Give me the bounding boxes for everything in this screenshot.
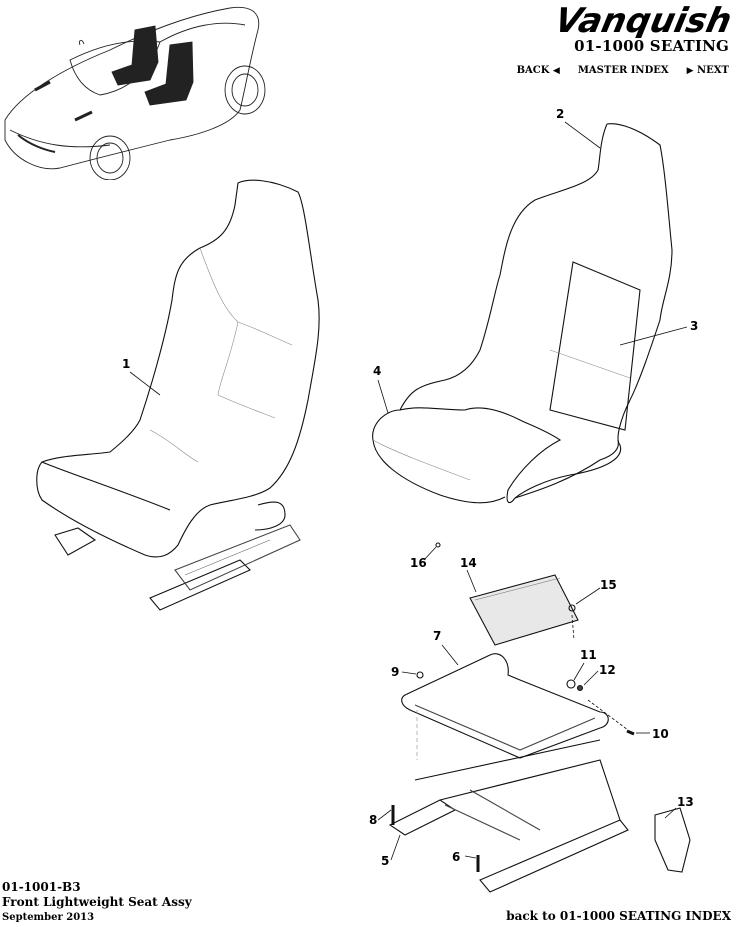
seat-frame-7 [401,653,609,760]
washer-11 [566,679,576,689]
seat-trim-exploded [372,123,673,504]
section-title: 01-1000 SEATING [574,37,729,55]
callout-13: 13 [677,795,694,809]
next-link[interactable]: ▶ NEXT [687,65,729,76]
back-to-seating-index-link[interactable]: back to 01-1000 SEATING INDEX [506,909,731,923]
publication-date: September 2013 [2,912,95,923]
back-label: BACK [516,65,550,76]
callout-2: 2 [556,107,565,121]
callout-14: 14 [460,556,477,570]
bolt-10 [626,729,635,736]
callout-11: 11 [580,648,597,662]
cover-panel-14 [469,574,579,646]
fastener-16 [435,542,441,548]
nut-9 [416,671,424,679]
callout-8: 8 [369,813,378,827]
callout-4: 4 [373,364,382,378]
callout-6: 6 [452,850,461,864]
back-link[interactable]: BACK ◀ [517,65,560,76]
callout-9: 9 [391,665,400,679]
callout-10: 10 [652,727,669,741]
master-index-link[interactable]: MASTER INDEX [577,65,669,76]
triangle-right-icon: ▶ [686,66,694,76]
seatbelt-buckle-13 [654,807,691,873]
clip-15 [568,604,576,612]
leader-lines [129,121,688,861]
callout-12: 12 [599,663,616,677]
vanquish-logo: Vanquish [551,2,731,38]
callout-3: 3 [690,319,699,333]
callout-15: 15 [600,578,617,592]
triangle-left-icon: ◀ [552,66,560,76]
car-locator-illustration [4,6,266,180]
seat-1-complete-assembly [36,179,320,611]
seat-base-rails-5 [388,739,629,893]
next-label: NEXT [697,65,729,76]
navigation-bar: BACK ◀ MASTER INDEX ▶ NEXT [517,65,729,76]
callout-7: 7 [433,629,442,643]
part-code: 01-1001-B3 [2,880,81,894]
callout-5: 5 [381,854,390,868]
callout-1: 1 [122,357,131,371]
nut-12 [576,684,584,692]
callout-16: 16 [410,556,427,570]
diagram-title: Front Lightweight Seat Assy [2,895,192,909]
logo-text: Vanquish [551,2,731,38]
